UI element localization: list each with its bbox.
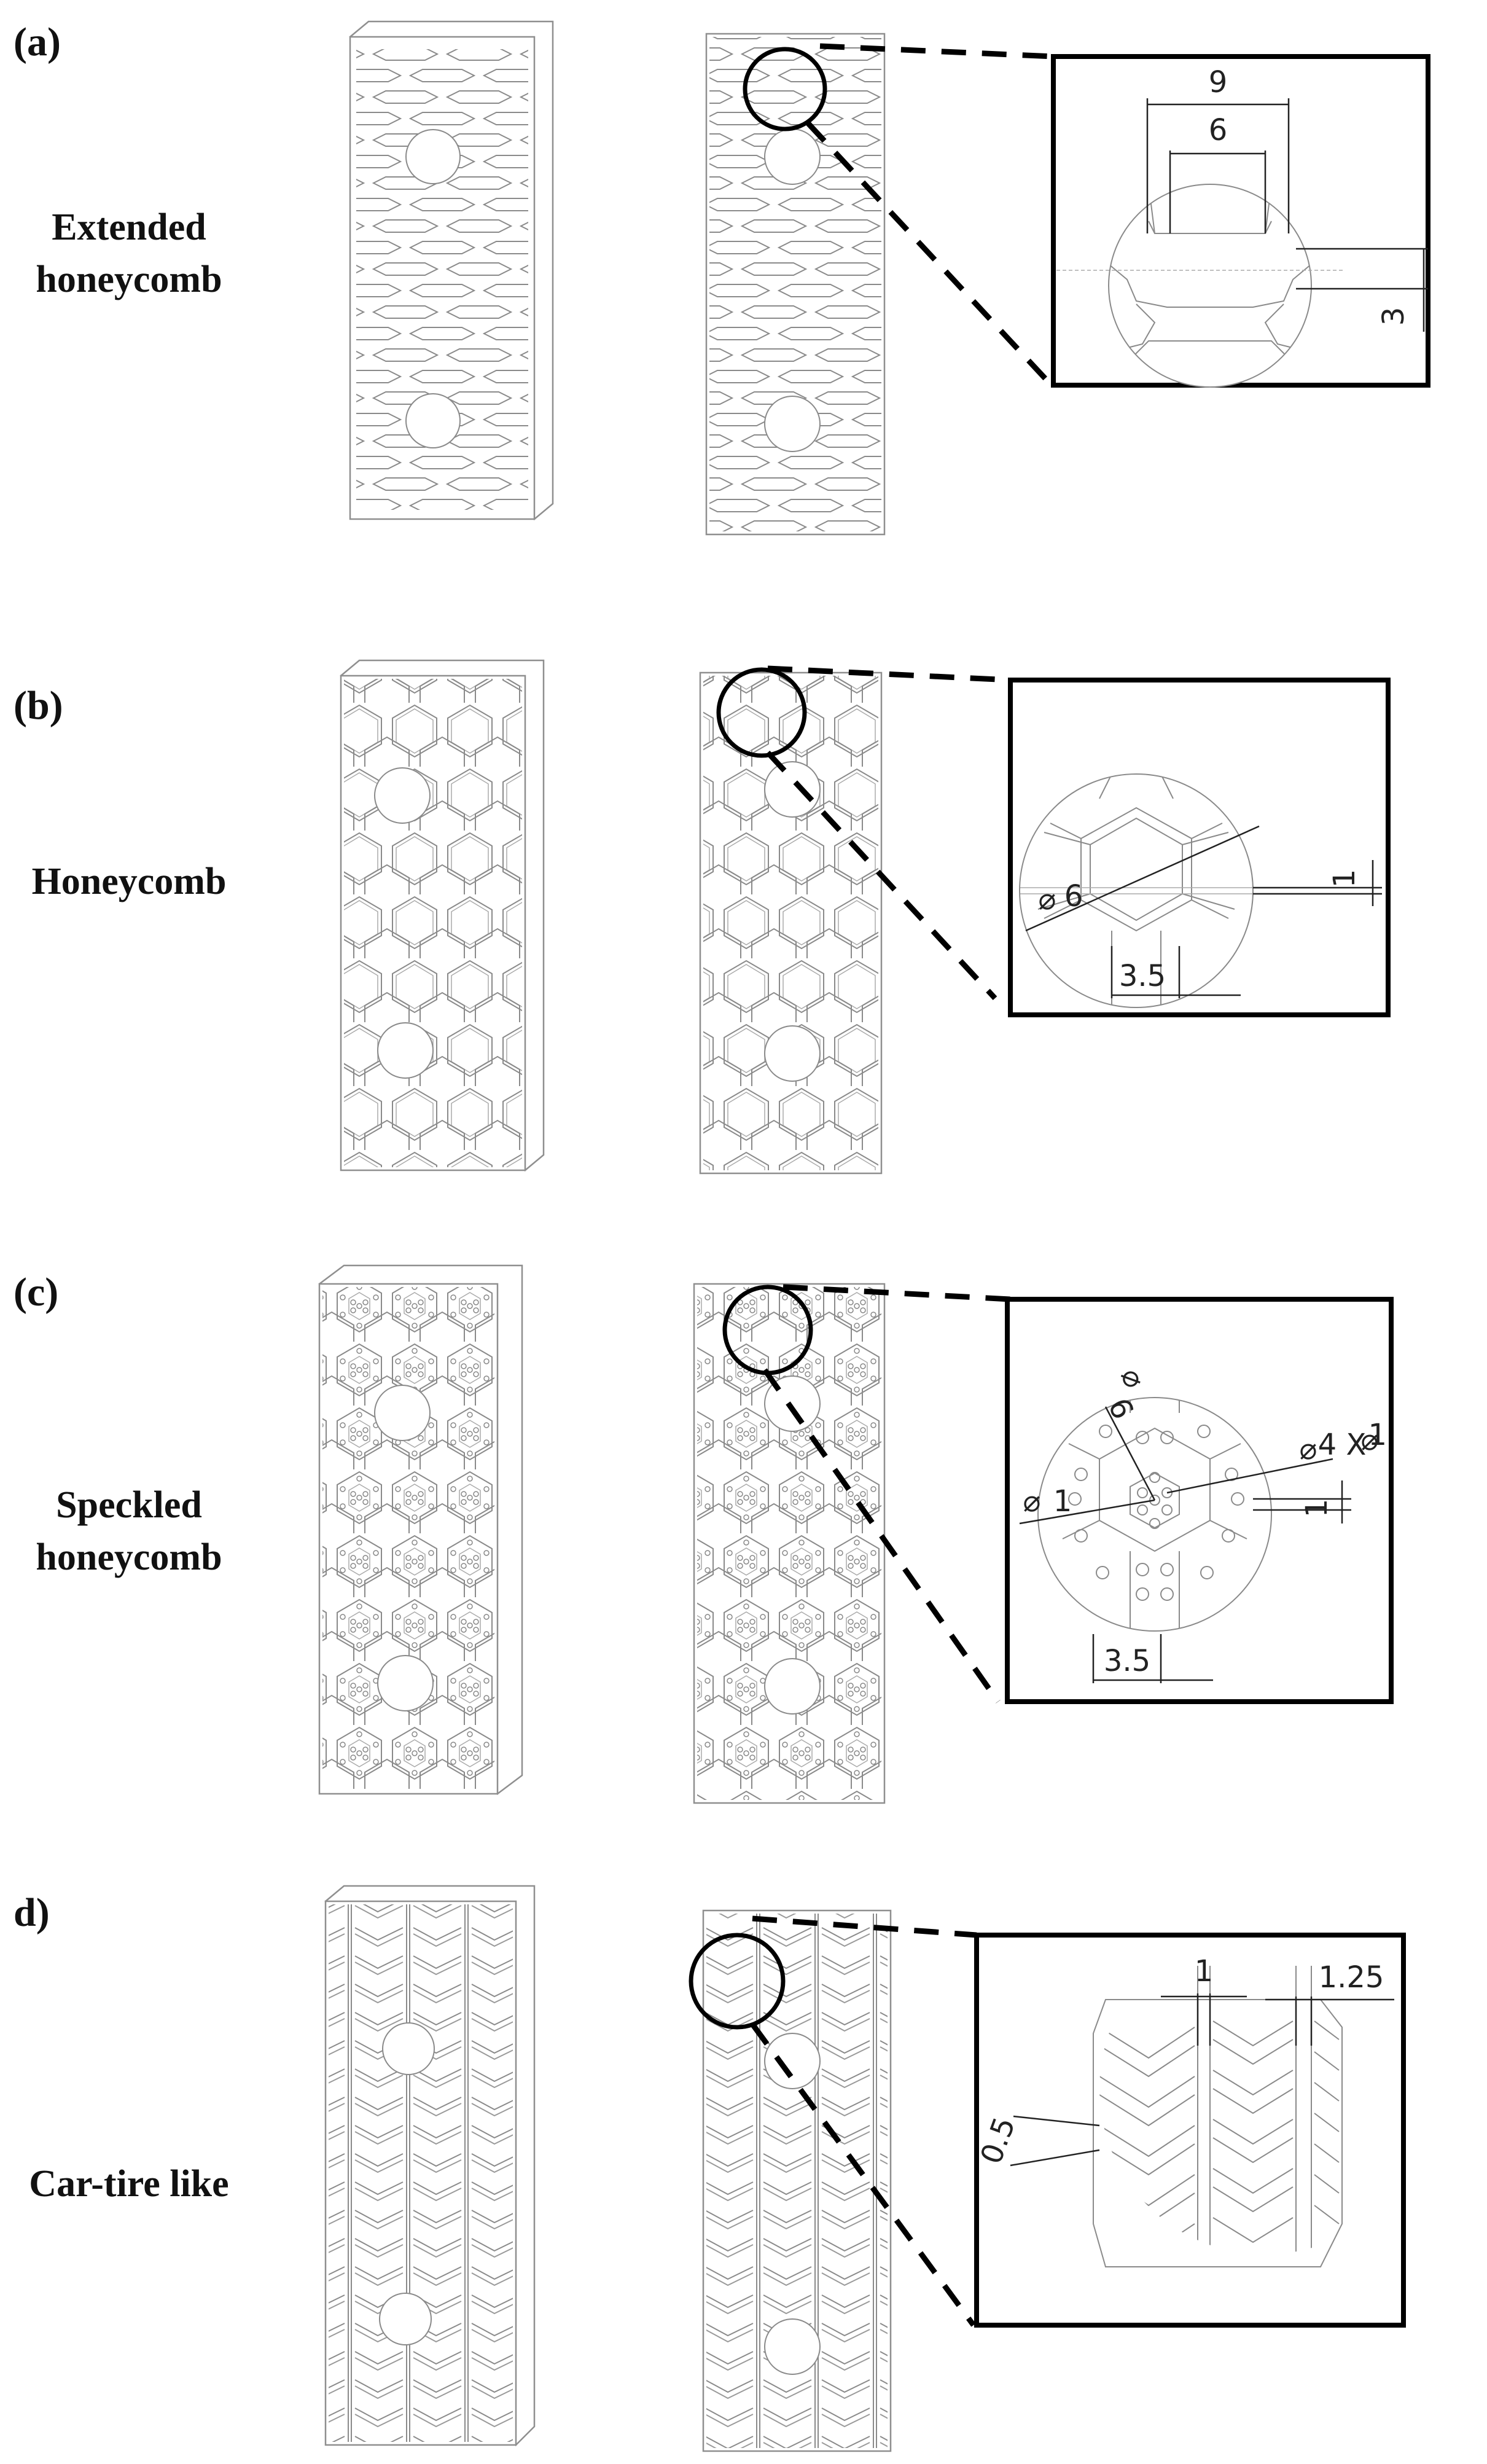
dim-c-3-5: 3.5: [1104, 1644, 1150, 1678]
panel-d: 1 1.25 0.5: [324, 1885, 1406, 2452]
dim-b-6: 6: [1064, 879, 1083, 913]
dim-a-3: 3: [1376, 307, 1411, 326]
leader-bottom-a: [805, 120, 1053, 386]
diameter-symbol-b: ⌀: [1039, 882, 1056, 917]
block-3d-c: [318, 1264, 523, 1796]
magnifier-circle-a: [743, 47, 827, 131]
dim-a-6: 6: [1209, 113, 1228, 147]
diameter-symbol-c-right: ⌀: [1300, 1432, 1317, 1466]
panel-title-1-line-0: Honeycomb: [32, 861, 227, 902]
dim-c-1-left: 1: [1053, 1484, 1072, 1519]
magnifier-circle-d: [689, 1933, 786, 2030]
panel-letter-0: (a): [14, 20, 61, 65]
panel-title-2-line-1: honeycomb: [36, 1536, 222, 1578]
dim-c-4x: 4 X: [1318, 1428, 1367, 1462]
dim-c-1-right: 1: [1368, 1418, 1387, 1452]
panel-c: ⌀ 6 ⌀ 4 X ⌀ 1 ⌀ 1 1 3.5: [318, 1264, 1394, 1804]
panel-labels: (a) Extended honeycomb (b) Honeycomb (c) Speck…: [14, 20, 229, 2205]
panel-title-3-line-0: Car-tire like: [29, 2163, 228, 2205]
leader-bottom-d: [750, 2022, 976, 2327]
dim-d-1-25: 1.25: [1319, 1960, 1384, 1995]
magnifier-circle-b: [716, 667, 807, 758]
dim-c-1-side: 1: [1300, 1499, 1334, 1518]
panel-b: 1 ⌀ 6 3.5: [340, 659, 1391, 1175]
leader-bottom-b: [765, 750, 997, 1001]
dim-a-9: 9: [1209, 65, 1228, 100]
front-view-a: [705, 33, 886, 536]
dim-b-1: 1: [1327, 869, 1362, 888]
panel-letter-1: (b): [14, 683, 63, 728]
front-view-d: [689, 1909, 892, 2452]
dim-d-1: 1: [1195, 1954, 1214, 1989]
leader-bottom-c: [762, 1368, 1001, 1703]
diameter-symbol-c-left: ⌀: [1023, 1484, 1041, 1519]
panel-title-2-line-0: Speckled: [56, 1484, 202, 1526]
panel-title-0-line-0: Extended: [52, 206, 206, 248]
panel-a: 9 6 3: [349, 20, 1430, 536]
block-3d-a: [349, 20, 554, 521]
panel-title-0-line-1: honeycomb: [36, 259, 222, 300]
dim-b-3-5: 3.5: [1119, 959, 1166, 993]
panel-letter-3: d): [14, 1890, 50, 1935]
block-3d-b: [340, 659, 545, 1172]
block-3d-d: [324, 1885, 536, 2447]
front-view-b: [699, 667, 883, 1175]
panel-letter-2: (c): [14, 1270, 58, 1315]
diameter-symbol-c-right-2: ⌀: [1361, 1423, 1379, 1457]
front-view-c: [693, 1283, 886, 1804]
